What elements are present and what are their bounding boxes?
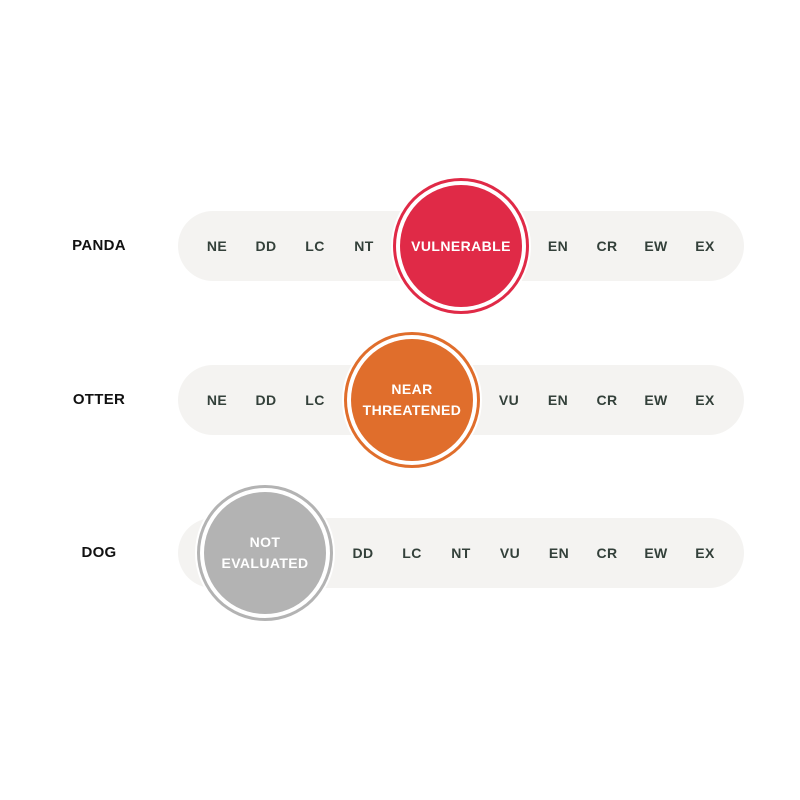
status-code-ne: NE (206, 238, 228, 254)
status-marker-label-line1: NEAR (391, 381, 433, 397)
status-marker-disc: VULNERABLE (400, 185, 522, 307)
status-marker-label-line2: THREATENED (362, 402, 462, 418)
status-marker-vulnerable: VULNERABLE (391, 176, 531, 316)
status-code-ex: EX (695, 545, 715, 561)
status-code-cr: CR (596, 392, 618, 408)
status-code-en: EN (547, 238, 569, 254)
species-row-otter: OTTER NE DD LC VU EN CR EW EX NEAR THREA… (0, 330, 800, 470)
status-marker-not-evaluated: NOT EVALUATED (195, 483, 335, 623)
status-code-en: EN (548, 545, 570, 561)
species-row-dog: DOG DD LC NT VU EN CR EW EX NOT EVALUATE… (0, 483, 800, 623)
status-code-ew: EW (644, 392, 668, 408)
status-marker-near-threatened: NEAR THREATENED (342, 330, 482, 470)
species-label: DOG (81, 544, 117, 561)
status-marker-disc: NEAR THREATENED (351, 339, 473, 461)
status-code-vu: VU (498, 392, 520, 408)
status-code-ex: EX (695, 238, 715, 254)
status-code-lc: LC (402, 545, 422, 561)
species-label: PANDA (72, 237, 126, 254)
status-code-nt: NT (354, 238, 374, 254)
status-code-dd: DD (352, 545, 374, 561)
species-row-panda: PANDA NE DD LC NT EN CR EW EX VULNERABLE (0, 176, 800, 316)
status-marker-label: VULNERABLE (411, 237, 511, 254)
status-code-dd: DD (255, 392, 277, 408)
status-code-lc: LC (305, 392, 325, 408)
status-code-ew: EW (644, 238, 668, 254)
status-code-dd: DD (255, 238, 277, 254)
status-code-en: EN (547, 392, 569, 408)
status-code-cr: CR (596, 238, 618, 254)
status-code-lc: LC (305, 238, 325, 254)
status-code-nt: NT (451, 545, 471, 561)
status-marker-label-line2: EVALUATED (221, 555, 309, 571)
status-code-ne: NE (206, 392, 228, 408)
status-marker-label-line1: NOT (249, 534, 281, 550)
status-code-cr: CR (596, 545, 618, 561)
status-code-ex: EX (695, 392, 715, 408)
status-code-ew: EW (644, 545, 668, 561)
status-code-vu: VU (499, 545, 521, 561)
status-marker-disc: NOT EVALUATED (204, 492, 326, 614)
species-label: OTTER (72, 391, 126, 408)
